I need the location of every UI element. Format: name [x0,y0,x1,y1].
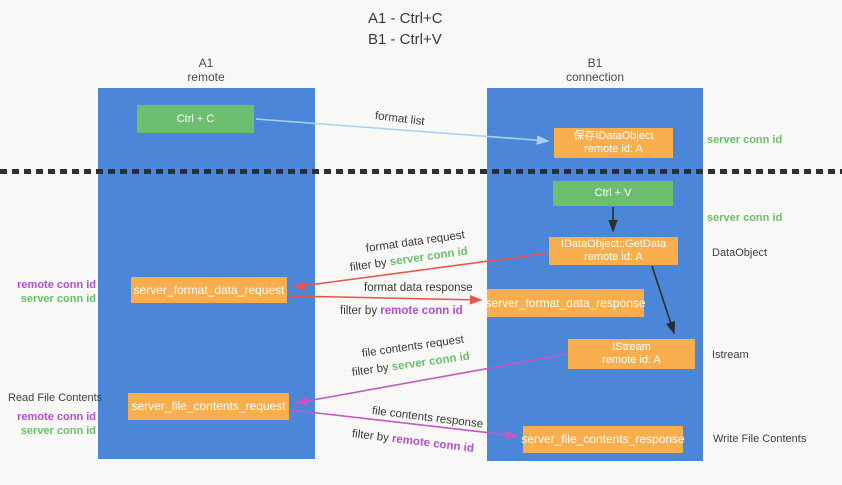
node-istream-line1: IStream [612,341,651,353]
node-ctrl-c-label: Ctrl + C [176,112,215,125]
node-save-idataobject-line1: 保存IDataObject [573,130,654,142]
node-ctrl-v-label: Ctrl + V [594,187,632,199]
left-remote-conn-id-1: remote conn id [17,279,96,291]
right-server-conn-id-1: server conn id [707,134,783,146]
left-conn-id-stack-2: remote conn id server conn id [0,410,96,438]
column-a-subtitle: remote [187,70,225,84]
dotted-separator [0,169,842,174]
node-idataobject-getdata: IDataObject::GetData remote id: A [549,237,678,265]
format-data-response-arrow [289,294,483,305]
node-save-idataobject: 保存IDataObject remote id: A [554,128,673,158]
title-line-1: A1 - Ctrl+C [368,10,443,27]
remote-conn-id-text: remote conn id [380,305,463,317]
filter-by-text: filter by [340,305,381,317]
column-a-name: A1 [198,56,214,70]
left-server-conn-id-1: server conn id [20,293,96,305]
node-server-format-data-request: server_format_data_request [131,277,287,303]
format-data-response-label: format data response [364,282,473,294]
filter-by-remote-conn-id-1: filter by remote conn id [340,305,463,317]
read-file-contents-label: Read File Contents [8,392,103,404]
diagram-title: A1 - Ctrl+C B1 - Ctrl+V [368,8,443,50]
write-file-contents-label: Write File Contents [713,433,807,445]
left-conn-id-stack-1: remote conn id server conn id [0,278,96,306]
node-save-idataobject-line2: remote id: A [584,143,643,155]
node-server-file-contents-request: server_file_contents_request [128,393,289,420]
node-server-file-contents-response: server_file_contents_response [521,426,685,453]
filter-by-text: filter by [351,361,393,379]
node-server-format-data-response: server_format_data_response [485,289,646,317]
node-file-response-label: server_file_contents_response [521,432,685,446]
node-format-response-label: server_format_data_response [485,295,646,310]
format-list-label: format list [374,110,426,129]
right-server-conn-id-2: server conn id [707,212,783,224]
column-b-name: B1 [587,56,603,70]
node-ctrl-v: Ctrl + V [553,181,673,206]
dataobject-label: DataObject [712,247,768,259]
file-contents-response-label: file contents response [371,405,484,431]
title-line-2: B1 - Ctrl+V [368,31,442,48]
node-file-request-label: server_file_contents_request [131,399,286,413]
node-istream-line2: remote id: A [602,354,661,366]
istream-side-label: Istream [712,349,749,361]
left-remote-conn-id-2: remote conn id [17,411,96,423]
column-b-subtitle: connection [565,70,625,84]
left-server-conn-id-2: server conn id [20,425,96,437]
node-getdata-line2: remote id: A [584,251,643,263]
filter-by-remote-conn-id-2: filter by remote conn id [351,428,474,455]
filter-by-text: filter by [349,256,391,274]
column-b-header: B1 connection [535,56,655,84]
node-format-request-label: server_format_data_request [133,282,285,297]
column-a-header: A1 remote [146,56,266,84]
node-ctrl-c: Ctrl + C [137,105,254,133]
filter-by-text: filter by [351,428,393,445]
node-istream: IStream remote id: A [568,339,695,369]
node-getdata-line1: IDataObject::GetData [560,238,667,250]
remote-conn-id-text: remote conn id [391,432,475,455]
